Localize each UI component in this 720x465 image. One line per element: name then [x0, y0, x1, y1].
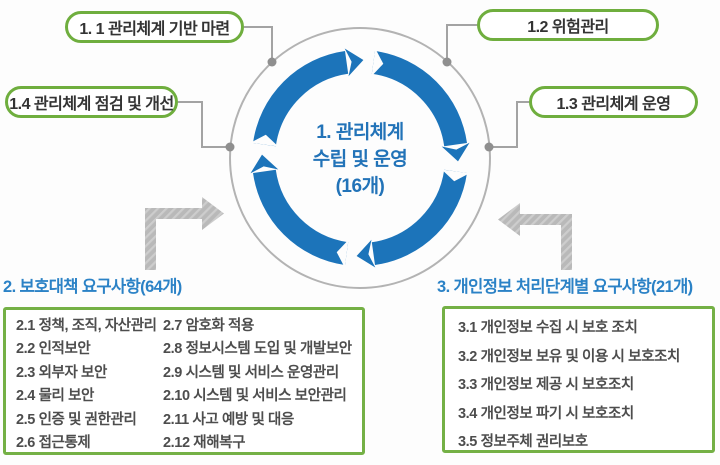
connector-line-1-3 [489, 101, 529, 148]
pill-label: 1.2 위험관리 [527, 19, 609, 36]
cycle-arc-bottom-left [253, 169, 349, 265]
pill-1-3-management-operation: 1.3 관리체계 운영 [529, 86, 698, 118]
section-2-column-2: 2.7 암호화 적용 2.8 정보시스템 도입 및 개발보안 2.9 시스템 및… [163, 315, 352, 455]
flow-arrow-right [498, 203, 572, 270]
connector-dot-top-right [442, 57, 452, 67]
section-2-title: 2. 보호대책 요구사항(64개) [3, 278, 182, 296]
section-3-list: 3.1 개인정보 수집 시 보호 조치 3.2 개인정보 보유 및 이용 시 보… [458, 314, 680, 457]
list-item: 2.3 외부자 보안 [16, 364, 107, 381]
arrowhead-left [250, 154, 279, 174]
pill-1-2-risk-management: 1.2 위험관리 [477, 9, 659, 41]
list-item: 2.1 정책, 조직, 자산관리 [16, 318, 157, 334]
connector-line-1-1 [244, 26, 273, 58]
cycle-arc-top-right [371, 51, 467, 147]
cycle-arc-top-left [253, 51, 349, 147]
pill-label: 1.4 관리체계 점검 및 개선 [9, 96, 174, 113]
arrowhead-top [344, 48, 364, 77]
list-item: 2.11 사고 예방 및 대응 [163, 411, 294, 428]
flow-arrow-left [145, 197, 224, 270]
cycle-arrowheads [250, 48, 470, 268]
connector-line-1-4 [178, 101, 226, 148]
list-item: 3.5 정보주체 권리보호 [458, 434, 588, 451]
center-label-line2: 수립 및 운영 [312, 149, 408, 170]
connector-line-1-2 [446, 24, 477, 58]
connector-dot-top-left [267, 57, 277, 67]
cycle-arc-notches [250, 48, 470, 268]
list-item: 2.4 물리 보안 [16, 388, 94, 405]
pill-1-1-management-foundation: 1. 1 관리체계 기반 마련 [65, 11, 244, 43]
list-item: 3.4 개인정보 파기 시 보호조치 [458, 405, 634, 422]
pill-label: 1. 1 관리체계 기반 마련 [79, 21, 230, 38]
list-item: 2.5 인증 및 권한관리 [16, 411, 137, 428]
cycle-arc-bottom-right [371, 169, 467, 265]
pill-1-4-check-improve: 1.4 관리체계 점검 및 개선 [5, 86, 178, 118]
connector-dot-right [484, 142, 494, 152]
outer-ring [229, 27, 491, 289]
arrowhead-bottom [356, 239, 376, 268]
section-3-box: 3.1 개인정보 수집 시 보호 조치 3.2 개인정보 보유 및 이용 시 보… [442, 306, 715, 453]
list-item: 3.3 개인정보 제공 시 보호조치 [458, 377, 634, 394]
list-item: 2.2 인적보안 [16, 341, 91, 358]
list-item: 3.1 개인정보 수집 시 보호 조치 [458, 320, 638, 336]
section-3-title: 3. 개인정보 처리단계별 요구사항(21개) [437, 278, 693, 296]
list-item: 2.9 시스템 및 서비스 운영관리 [163, 364, 339, 381]
list-item: 2.8 정보시스템 도입 및 개발보안 [163, 341, 352, 358]
section-2-column-1: 2.1 정책, 조직, 자산관리 2.2 인적보안 2.3 외부자 보안 2.4… [16, 315, 157, 455]
arrowhead-right [441, 142, 470, 162]
section-2-box: 2.1 정책, 조직, 자산관리 2.2 인적보안 2.3 외부자 보안 2.4… [3, 307, 365, 455]
list-item: 2.12 재해복구 [163, 435, 246, 452]
cycle-center-label: 1. 관리체계 수립 및 운영 (16개) [262, 119, 458, 200]
list-item: 2.6 접근통제 [16, 435, 91, 452]
list-item: 2.10 시스템 및 서비스 보안관리 [163, 388, 347, 405]
pill-label: 1.3 관리체계 운영 [556, 96, 671, 113]
list-item: 2.7 암호화 적용 [163, 318, 254, 334]
center-label-line3: (16개) [335, 176, 385, 197]
center-label-line1: 1. 관리체계 [316, 122, 404, 143]
list-item: 3.2 개인정보 보유 및 이용 시 보호조치 [458, 348, 680, 365]
connector-dot-left [225, 142, 235, 152]
cycle-arrows [253, 51, 467, 265]
